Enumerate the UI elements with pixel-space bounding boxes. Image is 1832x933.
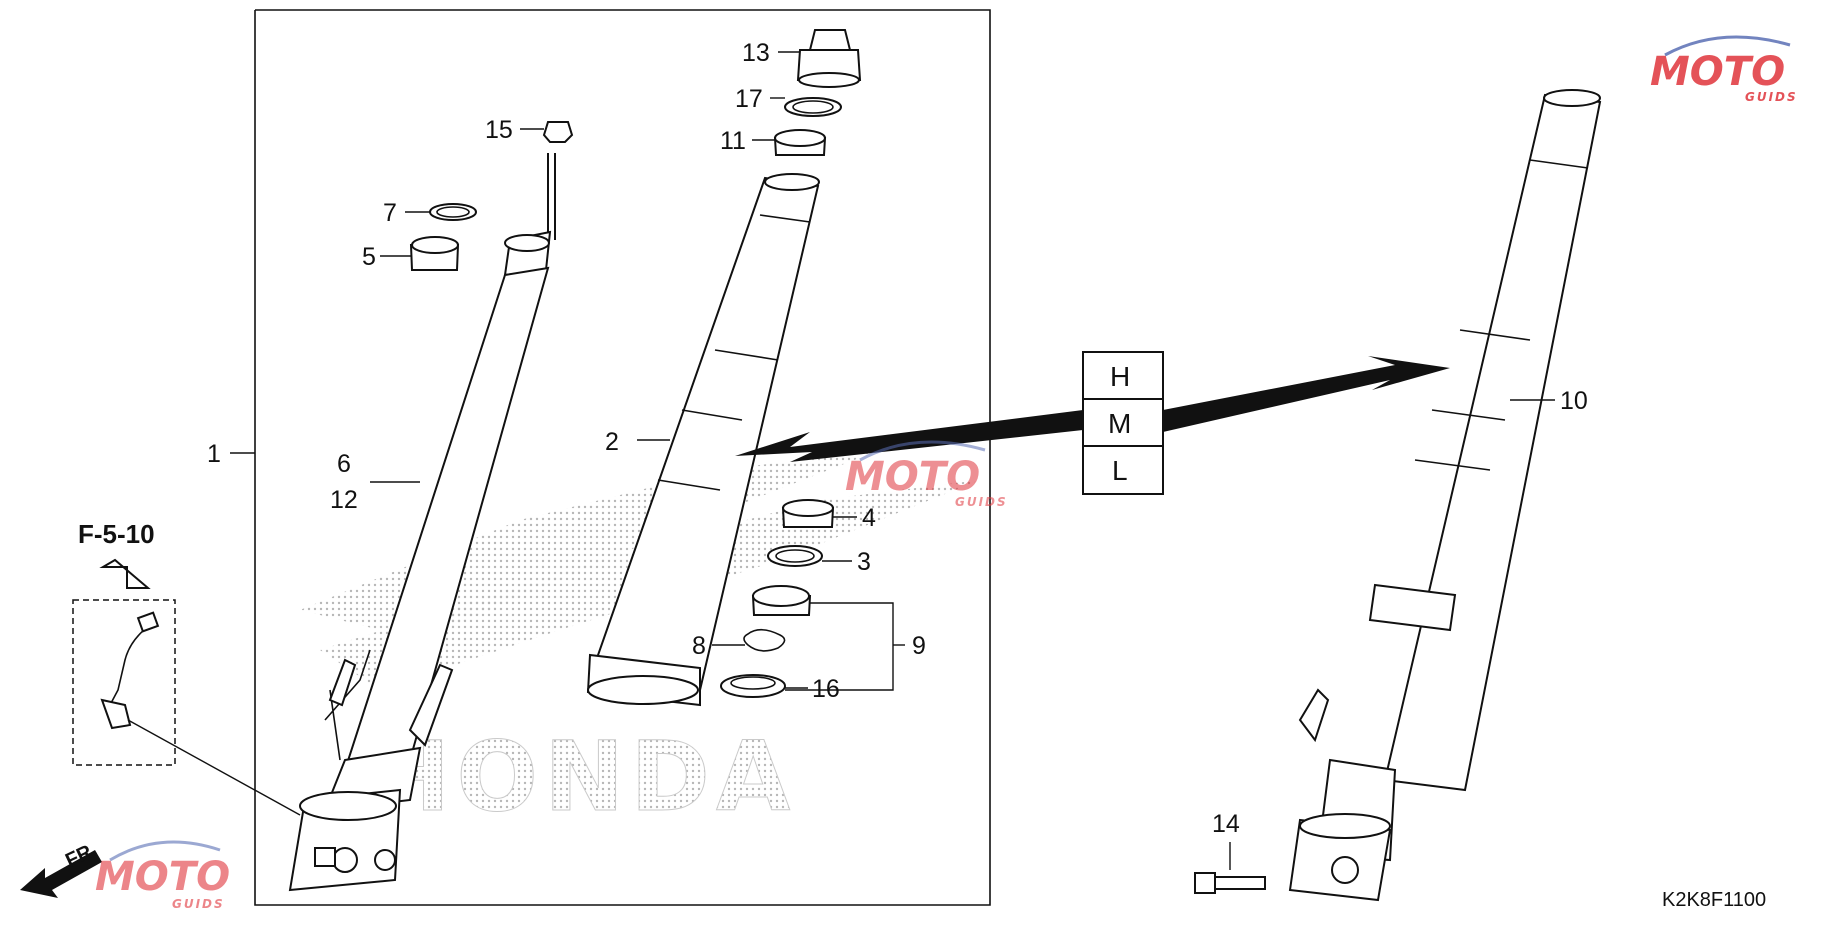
- callout-4: 4: [862, 504, 876, 532]
- reference-label: F-5-10: [78, 519, 155, 549]
- outer-tube: [586, 173, 820, 707]
- up-arrow-icon: [99, 558, 151, 589]
- callout-10: 10: [1560, 387, 1588, 415]
- inner-tube-assembly: [288, 153, 556, 892]
- callout-12: 12: [330, 486, 358, 514]
- callout-15: 15: [485, 116, 513, 144]
- watermark-bottom-left: MOTO GUIDS: [95, 840, 230, 911]
- drawing-code: K2K8F1100: [1662, 889, 1766, 911]
- watermark-main-bottom: MOTO: [95, 854, 230, 900]
- small-parts: [409, 29, 862, 698]
- selector-m: M: [1108, 408, 1131, 439]
- callout-2: 2: [605, 428, 619, 456]
- callout-1: 1: [207, 440, 221, 468]
- selector-l: L: [1112, 455, 1128, 486]
- leader-lines: [230, 51, 1555, 870]
- assembly-frame: [254, 9, 991, 906]
- watermark-sub-bottom: GUIDS: [172, 897, 225, 911]
- callout-9: 9: [912, 632, 926, 660]
- watermark-main-center: MOTO: [845, 454, 980, 500]
- callout-17: 17: [735, 85, 763, 113]
- sensor-inset: [72, 558, 301, 816]
- watermark-center: MOTO GUIDS: [845, 440, 1008, 509]
- selector-h: H: [1110, 361, 1130, 392]
- background-logo-text: HONDA: [370, 721, 796, 833]
- arrow-to-complete-fork: [1163, 356, 1450, 432]
- watermark-top-right: MOTO GUIDS: [1650, 35, 1798, 104]
- selector-table: H M L: [1082, 351, 1164, 495]
- watermark-main-top: MOTO: [1650, 49, 1785, 95]
- callout-6: 6: [337, 450, 351, 478]
- callout-5: 5: [362, 243, 376, 271]
- callout-11: 11: [720, 127, 746, 155]
- callouts: 1 2 6 12 7 5 15 13 17 11 4 3 8 9 16 10 1…: [207, 39, 1588, 838]
- callout-7: 7: [383, 199, 397, 227]
- watermark-sub-top: GUIDS: [1745, 90, 1798, 104]
- callout-3: 3: [857, 548, 871, 576]
- front-direction-arrow: [20, 850, 102, 898]
- complete-fork-right: [1194, 89, 1602, 902]
- arrow-to-outer-tube: [735, 410, 1083, 462]
- callout-8: 8: [692, 632, 706, 660]
- callout-16: 16: [812, 675, 840, 703]
- callout-13: 13: [742, 39, 770, 67]
- callout-14: 14: [1212, 810, 1240, 838]
- watermark-sub-center: GUIDS: [955, 495, 1008, 509]
